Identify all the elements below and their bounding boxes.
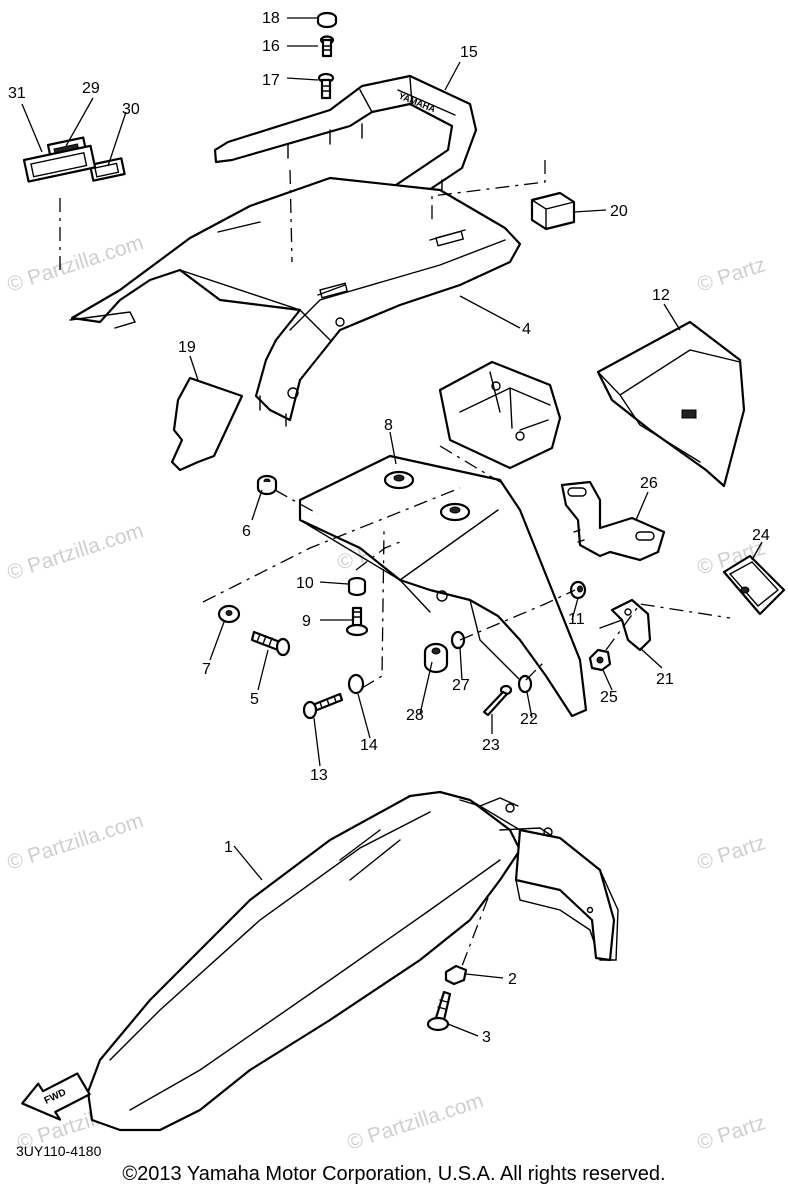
part-2-nut: [444, 964, 468, 986]
part-17-bolt: [317, 72, 335, 100]
callout-17: 17: [262, 72, 280, 89]
part-11-nut: [569, 580, 587, 600]
watermark: © Partz: [694, 1111, 768, 1155]
callout-3: 3: [482, 1029, 491, 1046]
part-7-nut: [217, 604, 241, 624]
callout-6: 6: [242, 523, 251, 540]
part-24-reflector: [722, 554, 786, 616]
part-31-emblem: [22, 144, 97, 183]
copyright-notice: ©2013 Yamaha Motor Corporation, U.S.A. A…: [122, 1163, 666, 1185]
part-5-bolt: [250, 630, 291, 657]
part-3-bolt: [426, 990, 452, 1032]
part-9-bolt: [345, 606, 369, 637]
callout-28: 28: [406, 707, 424, 724]
part-14-washer: [347, 673, 365, 695]
part-12-cover: [596, 320, 746, 488]
part-16-bolt: [319, 35, 335, 58]
part-30-emblem: [88, 157, 126, 182]
part-27-washer: [450, 630, 466, 650]
callout-8: 8: [384, 417, 393, 434]
part-18-cap: [316, 11, 338, 29]
callout-2: 2: [508, 971, 517, 988]
part-4-tail-cowl: [69, 176, 522, 427]
part-28-grommet: [423, 642, 449, 674]
callout-29: 29: [82, 80, 100, 97]
callout-10: 10: [296, 575, 314, 592]
part-8-fender-bracket: [298, 454, 588, 718]
callout-21: 21: [656, 671, 674, 688]
callout-labels: 18 16 17 15 31 29 30 20 4 12 19 8 6 26 2…: [8, 10, 770, 1046]
callout-5: 5: [250, 691, 259, 708]
callout-12: 12: [652, 287, 670, 304]
part-21-bracket: [599, 598, 652, 652]
part-19-plate: [170, 376, 244, 472]
callout-18: 18: [262, 10, 280, 27]
part-22-washer: [517, 674, 533, 694]
callout-16: 16: [262, 38, 280, 55]
callout-27: 27: [452, 677, 470, 694]
license-bracket: [438, 360, 562, 470]
callout-1: 1: [224, 839, 233, 856]
diagram-code: 3UY110-4180: [16, 1143, 102, 1159]
watermark: © Partzilla.com: [4, 809, 146, 875]
callout-13: 13: [310, 767, 328, 784]
part-6-grommet: [256, 474, 278, 496]
part-25-nut: [588, 648, 612, 672]
callout-7: 7: [202, 661, 211, 678]
watermark: © Partzilla.com: [344, 1089, 486, 1155]
callout-15: 15: [460, 44, 478, 61]
callout-24: 24: [752, 527, 770, 544]
callout-20: 20: [610, 203, 628, 220]
callout-22: 22: [520, 711, 538, 728]
part-20-pad: [530, 191, 576, 231]
part-26-bracket: [560, 480, 666, 562]
callout-31: 31: [8, 85, 26, 102]
part-1-front-fender: [86, 790, 619, 1132]
watermark: © Partz: [694, 831, 768, 875]
callout-26: 26: [640, 475, 658, 492]
part-13-bolt: [302, 692, 344, 720]
callout-14: 14: [360, 737, 378, 754]
fwd-arrow: FWD: [21, 1072, 91, 1121]
callout-30: 30: [122, 101, 140, 118]
part-23-rivet: [482, 684, 513, 717]
callout-25: 25: [600, 689, 618, 706]
callout-23: 23: [482, 737, 500, 754]
callout-11: 11: [568, 611, 585, 628]
leader-lines: [21, 17, 763, 1037]
callout-19: 19: [178, 339, 196, 356]
callout-9: 9: [302, 613, 311, 630]
assembly-lines: [59, 160, 731, 967]
watermark: © Partz: [694, 253, 768, 297]
part-10-collar: [347, 576, 367, 597]
callout-4: 4: [522, 321, 531, 338]
watermark: © Partzilla.com: [4, 519, 146, 585]
